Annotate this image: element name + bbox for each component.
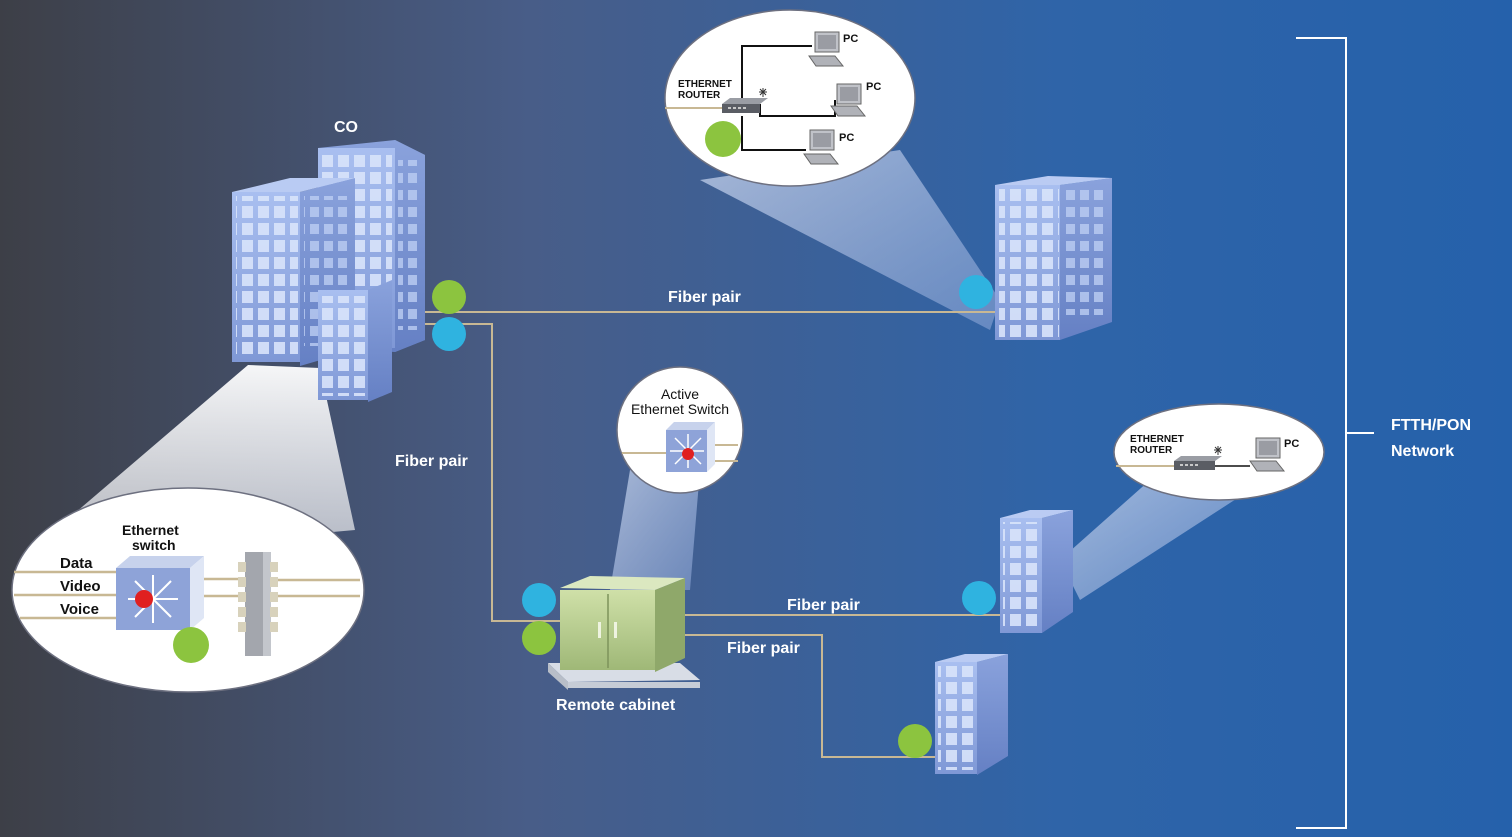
office-building-bottom <box>935 654 1008 775</box>
remote-cabinet <box>548 576 700 690</box>
active-ethernet-switch-icon <box>666 422 715 472</box>
top-router-label-line2: ROUTER <box>678 90 721 101</box>
active-switch-callout <box>616 366 744 494</box>
fiber-pair-label-left: Fiber pair <box>395 453 468 470</box>
green-dot-bottom-building <box>898 724 932 758</box>
co-input-voice: Voice <box>60 601 99 618</box>
fiber-pair-label-top: Fiber pair <box>668 289 741 306</box>
blue-dot-co <box>432 317 466 351</box>
co-input-data: Data <box>60 555 93 572</box>
active-switch-title-line1: Active <box>661 386 699 402</box>
network-label-line2: Network <box>1391 443 1454 460</box>
right-router-label-line2: ROUTER <box>1130 445 1173 456</box>
top-pc-label-1: PC <box>843 33 858 45</box>
right-callout-beam <box>1060 480 1250 600</box>
blue-dot-right-building <box>962 581 996 615</box>
active-switch-title-line2: Ethernet Switch <box>631 401 729 417</box>
right-router-label-line1: ETHERNET <box>1130 434 1184 445</box>
network-label-line1: FTTH/PON <box>1391 417 1471 434</box>
fiber-pair-label-mid: Fiber pair <box>787 597 860 614</box>
ethernet-router-icon <box>1174 446 1222 470</box>
co-callout-title-line2: switch <box>132 537 176 553</box>
pc-icon <box>803 129 840 165</box>
ethernet-switch-icon <box>116 556 204 630</box>
top-callout-beam <box>700 150 1000 330</box>
fiber-lines <box>412 311 1005 758</box>
co-label: CO <box>334 119 358 136</box>
switch-callout-beam <box>610 470 700 590</box>
pc-icon <box>830 83 867 117</box>
blue-dot-cabinet <box>522 583 556 617</box>
fiber-pair-label-low: Fiber pair <box>727 640 800 657</box>
network-bracket <box>1296 37 1374 829</box>
ethernet-router-icon <box>722 88 768 113</box>
right-callout <box>1113 403 1325 501</box>
green-dot-co-callout <box>173 627 209 663</box>
co-input-video: Video <box>60 578 101 595</box>
top-pc-label-3: PC <box>839 132 854 144</box>
pc-icon <box>808 31 845 67</box>
office-building-top <box>995 176 1112 340</box>
co-building <box>232 140 425 402</box>
green-dot-cabinet <box>522 621 556 655</box>
green-dot-top-callout <box>705 121 741 157</box>
co-callout-title-line1: Ethernet <box>122 522 179 538</box>
pc-icon <box>1249 437 1286 472</box>
patch-panel-icon <box>238 552 278 656</box>
office-building-right <box>1000 510 1073 633</box>
right-pc-label: PC <box>1284 438 1299 450</box>
co-callout <box>11 487 365 693</box>
top-callout <box>664 9 916 187</box>
blue-dot-top-building <box>959 275 993 309</box>
top-pc-label-2: PC <box>866 81 881 93</box>
top-router-label-line1: ETHERNET <box>678 79 732 90</box>
remote-cabinet-label: Remote cabinet <box>556 697 676 714</box>
green-dot-co <box>432 280 466 314</box>
